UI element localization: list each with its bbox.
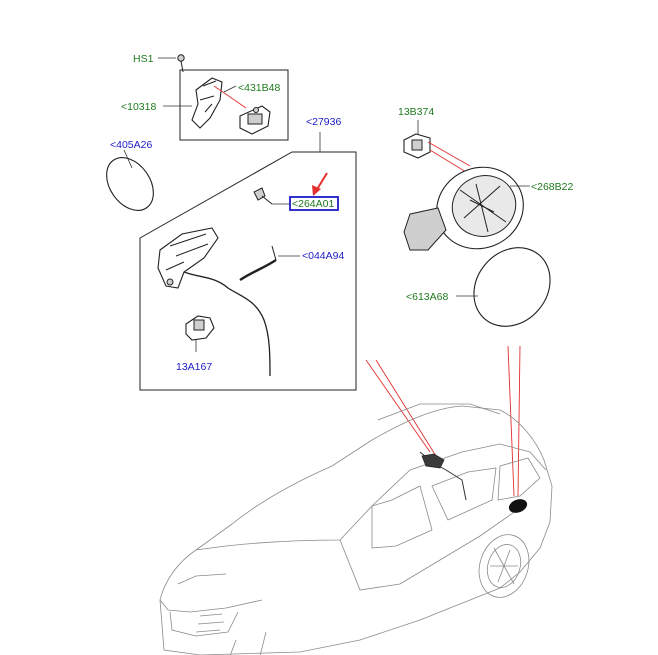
label-hs1[interactable]: HS1 [133,53,154,65]
hinge-group-frame [179,69,289,141]
clip-044a94-part[interactable] [239,245,300,281]
label-264a01[interactable]: <264A01 [292,198,334,210]
label-268b22[interactable]: <268B22 [531,181,573,193]
label-431b48[interactable]: <431B48 [238,82,280,94]
filler-housing-268b22-part[interactable] [403,153,537,263]
hinge-leader-line [213,85,247,109]
filler-door-group [403,120,566,341]
label-13b374[interactable]: 13B374 [398,106,434,118]
label-13a167[interactable]: 13A167 [176,361,212,373]
label-044a94[interactable]: <044A94 [302,250,344,262]
label-27936[interactable]: <27936 [306,116,341,128]
hinge-group [158,54,289,141]
actuator-13a167-part[interactable] [185,315,215,352]
pin-264a01-part[interactable] [253,187,290,205]
seal-405a26-part[interactable] [97,149,163,219]
hinge-bracket-10318-part[interactable] [191,77,223,129]
fuel-door-613a68-part[interactable] [458,232,566,341]
actuator-13b374-part[interactable] [403,120,431,159]
fuel-door-location-marker [508,499,528,513]
vehicle-outline [159,403,553,655]
pointer-arrow-icon [312,172,328,196]
location-leader-lines [365,345,521,497]
actuator-431b48-part[interactable] [239,105,271,135]
highlight-box-264a01 [289,196,339,211]
screw-hs1-part[interactable] [177,54,185,73]
label-613a68[interactable]: <613A68 [406,291,448,303]
label-405a26[interactable]: <405A26 [110,139,152,151]
release-cable-group [139,132,357,391]
label-10318[interactable]: <10318 [121,101,156,113]
release-cable-group-frame [139,151,357,391]
cable-housing-part[interactable] [157,227,271,377]
